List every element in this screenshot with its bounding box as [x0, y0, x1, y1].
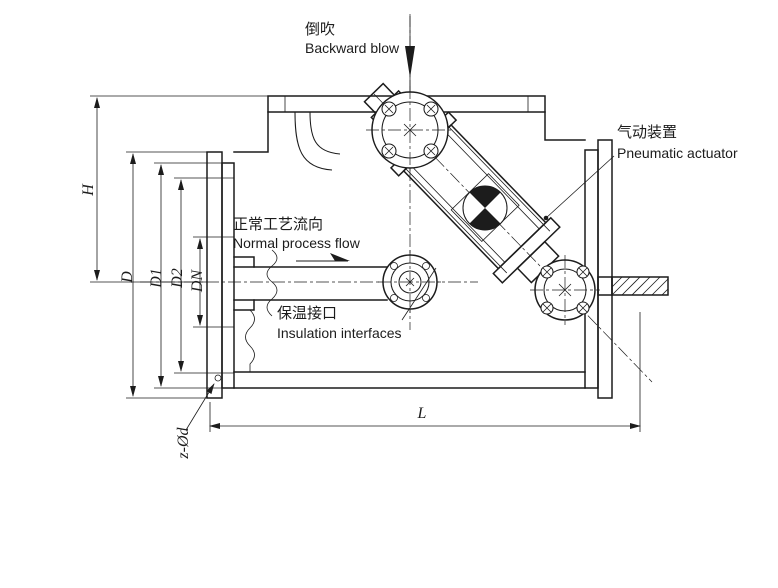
label-backward-blow-en: Backward blow — [305, 40, 400, 56]
label-insulation-en: Insulation interfaces — [277, 325, 402, 341]
lower-mounting-flange — [530, 255, 600, 325]
body-break-line — [245, 309, 255, 372]
actuator-leader-line — [545, 155, 615, 219]
leader-dot — [543, 215, 549, 221]
label-normal-flow-zh: 正常工艺流向 — [233, 216, 323, 233]
flow-arrows — [296, 16, 415, 262]
leader-lines — [185, 155, 615, 431]
label-pneumatic-actuator-zh: 气动装置 — [617, 124, 677, 141]
process-flow-arrow-icon — [330, 253, 350, 261]
actuator-rod — [597, 276, 669, 296]
dim-label-l: L — [417, 405, 427, 422]
label-insulation-zh: 保温接口 — [277, 305, 337, 322]
bolt-hole-mark — [214, 374, 222, 382]
valve-disc-indicator — [462, 185, 508, 231]
valve-body — [206, 95, 613, 399]
upper-mounting-flange — [366, 86, 454, 174]
label-normal-flow-en: Normal process flow — [233, 235, 361, 251]
dimension-lines — [90, 95, 641, 432]
dim-label-dn: DN — [189, 269, 206, 294]
pipe-break-line — [266, 249, 278, 317]
label-pneumatic-actuator-en: Pneumatic actuator — [617, 145, 738, 161]
dim-label-d: D — [119, 271, 136, 284]
insulation-leader-line — [401, 267, 437, 321]
bolt-holes-leader-line — [185, 383, 215, 431]
dim-label-d2: D2 — [169, 268, 186, 289]
labels: 倒吹 Backward blow 气动装置 Pneumatic actuator… — [80, 21, 738, 460]
insulation-port-flange — [378, 250, 442, 314]
backward-blow-arrow-icon — [405, 46, 415, 78]
dim-label-z-od: z-Ød — [175, 426, 192, 459]
inlet-pipe — [233, 249, 388, 372]
dim-label-h: H — [80, 183, 97, 197]
dim-label-d1: D1 — [148, 268, 165, 289]
label-backward-blow-zh: 倒吹 — [305, 21, 335, 38]
